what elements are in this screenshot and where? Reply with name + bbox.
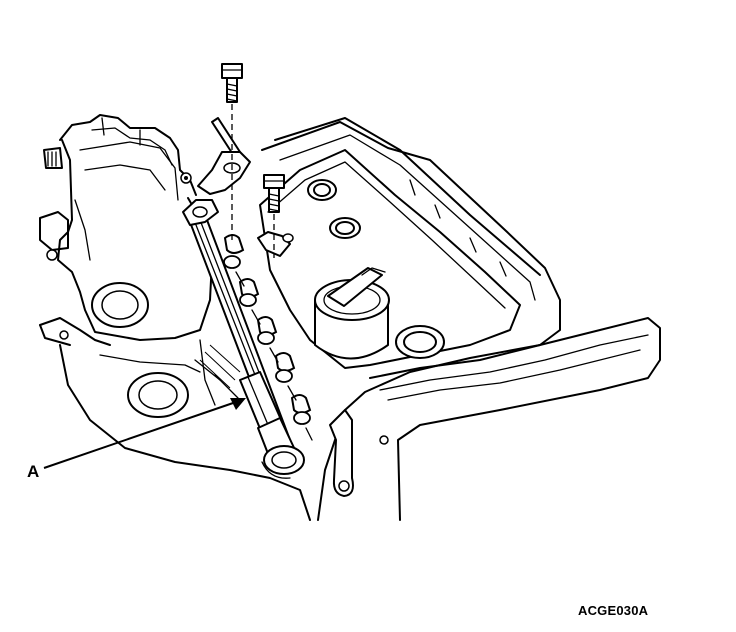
cylinder-head-cover (259, 117, 661, 521)
intake-manifold (39, 114, 311, 521)
callout-label-a: A (27, 462, 40, 481)
callout-a-leader (43, 398, 246, 469)
figure-code: ACGE030A (578, 603, 649, 618)
oil-filler-cap (314, 267, 390, 360)
rail-brackets (197, 117, 294, 257)
assembly-guide-lines (231, 104, 275, 258)
fuel-injectors (223, 234, 313, 441)
mounting-bolts (221, 63, 285, 213)
fuel-rail (182, 199, 305, 479)
